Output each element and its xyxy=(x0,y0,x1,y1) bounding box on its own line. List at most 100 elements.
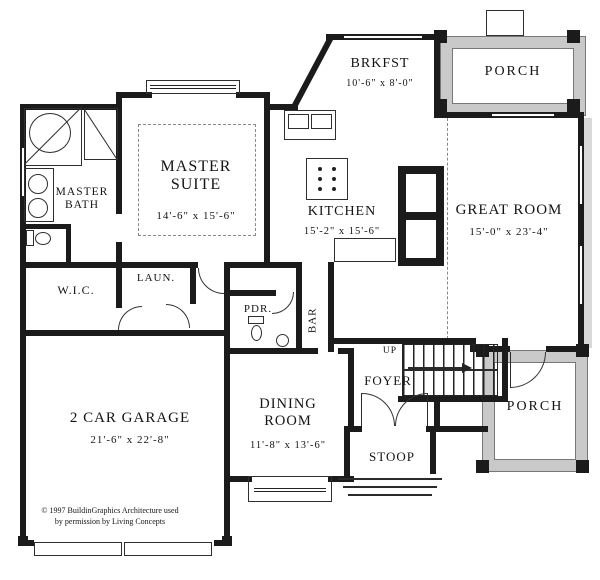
room-label-porch-right: PORCH xyxy=(506,399,564,414)
door-arc xyxy=(166,304,190,328)
cooktop xyxy=(313,164,341,194)
bay-window xyxy=(248,476,332,502)
wall xyxy=(264,92,270,268)
room-label-master-bath: MASTER BATH xyxy=(55,186,109,212)
stair-direction-line xyxy=(408,367,464,369)
column xyxy=(222,536,232,546)
room-label-wic: W.I.C. xyxy=(57,283,95,297)
room-label-dining: DINING ROOM xyxy=(259,396,317,429)
wall xyxy=(116,262,122,308)
room-label-great-room: GREAT ROOM xyxy=(455,202,563,218)
door-leaf xyxy=(361,393,363,426)
window xyxy=(344,35,422,39)
burner-dot xyxy=(318,177,322,181)
wall xyxy=(66,224,71,262)
door-leaf xyxy=(427,393,429,426)
wall xyxy=(398,396,508,402)
column xyxy=(434,30,447,43)
room-dims-great-room: 15'-0" x 23'-4" xyxy=(469,226,549,238)
bay-window xyxy=(146,80,240,94)
step-line xyxy=(338,478,442,480)
door-arc xyxy=(118,306,142,330)
copyright-line-2: by permission by Living Concepts xyxy=(54,517,166,526)
wall xyxy=(330,338,476,344)
column xyxy=(567,30,580,43)
sink xyxy=(28,174,48,194)
wall xyxy=(224,262,230,296)
wall xyxy=(20,330,230,336)
room-dims-dining: 11'-8" x 13'-6" xyxy=(250,440,326,451)
room-label-porch-top: PORCH xyxy=(484,64,542,79)
fireplace-firebox xyxy=(406,174,436,212)
wall xyxy=(348,348,354,432)
wall xyxy=(546,346,584,352)
bathtub-platform xyxy=(24,108,82,166)
garage-door xyxy=(34,542,122,556)
room-dims-brkfst: 10'-6" x 8'-0" xyxy=(346,78,414,89)
door-arc xyxy=(198,268,224,294)
wall xyxy=(190,262,196,304)
wall xyxy=(344,426,350,478)
wall xyxy=(430,426,436,474)
window xyxy=(579,146,583,204)
burner-dot xyxy=(318,167,322,171)
room-dims-kitchen: 15'-2" x 15'-6" xyxy=(303,226,381,237)
wall xyxy=(296,262,302,352)
fireplace-cabinet xyxy=(406,220,436,258)
toilet-bowl xyxy=(35,232,51,245)
toilet-bowl xyxy=(251,325,262,341)
column xyxy=(576,460,589,473)
window xyxy=(579,246,583,304)
wall-diagonal xyxy=(291,35,334,109)
toilet-tank xyxy=(248,316,264,324)
bathtub xyxy=(29,113,71,153)
wall xyxy=(20,104,122,110)
deck-edge-strip xyxy=(584,118,592,348)
room-label-foyer: FOYER xyxy=(364,373,412,388)
door-arc xyxy=(362,393,395,426)
tray-ceiling-dashed xyxy=(138,124,256,236)
sink xyxy=(28,198,48,218)
wall xyxy=(338,348,354,354)
burner-dot xyxy=(332,177,336,181)
column xyxy=(476,460,489,473)
window xyxy=(492,113,554,117)
wall xyxy=(578,112,584,352)
column xyxy=(18,536,28,546)
step-line xyxy=(343,486,437,488)
wall xyxy=(434,34,440,118)
window xyxy=(254,488,326,492)
room-label-brkfst: BRKFST xyxy=(350,56,410,71)
wall xyxy=(264,104,298,110)
room-dims-garage: 21'-6" x 22'-8" xyxy=(90,434,170,446)
room-dims-master-suite: 14'-6" x 15'-6" xyxy=(156,210,236,222)
wall xyxy=(116,92,122,214)
garage-door xyxy=(124,542,212,556)
kitchen-island xyxy=(306,158,348,200)
kitchen-sink xyxy=(288,114,309,129)
burner-dot xyxy=(332,187,336,191)
copyright-line-1: © 1997 BuildinGraphics Architecture used xyxy=(41,506,179,515)
column xyxy=(434,99,447,112)
kitchen-sink xyxy=(311,114,332,129)
burner-dot xyxy=(318,187,322,191)
wall xyxy=(224,290,276,296)
wall xyxy=(20,330,26,546)
wall xyxy=(20,104,26,336)
wall xyxy=(224,262,298,268)
wall xyxy=(236,92,270,98)
room-label-stoop: STOOP xyxy=(369,449,415,464)
window xyxy=(150,85,236,89)
shower xyxy=(84,108,118,160)
wall xyxy=(224,296,230,332)
room-label-kitchen: KITCHEN xyxy=(307,204,377,219)
wall xyxy=(224,476,252,482)
stair-direction-arrow xyxy=(462,363,472,373)
wall xyxy=(434,400,440,428)
room-label-garage: 2 CAR GARAGE xyxy=(69,410,191,426)
great-room-dashed-line xyxy=(447,118,448,344)
wall xyxy=(444,426,488,432)
wall xyxy=(224,348,318,354)
porch-top-floor xyxy=(452,48,574,104)
